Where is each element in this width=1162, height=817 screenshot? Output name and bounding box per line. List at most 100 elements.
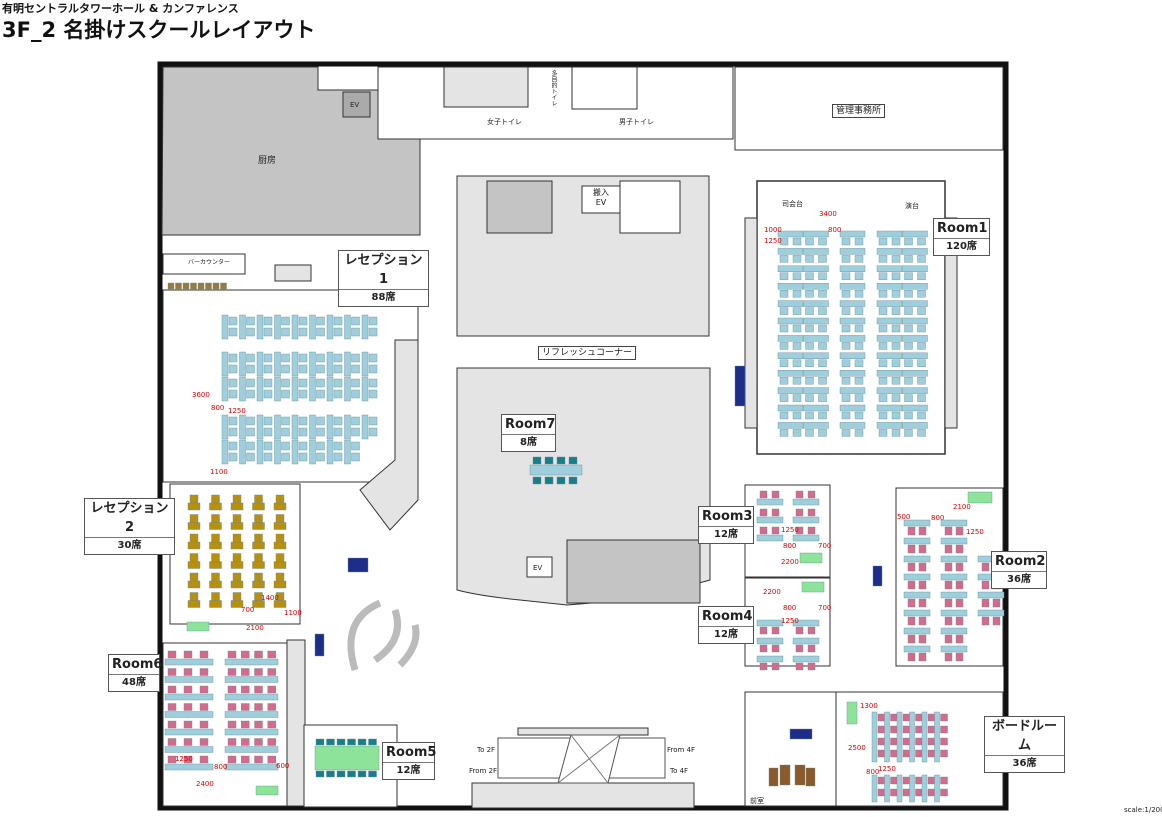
desk [902, 387, 928, 394]
chair [254, 494, 263, 504]
desk [291, 314, 299, 340]
desk [777, 370, 804, 377]
anteroom-label: 前室 [750, 796, 764, 805]
chair [818, 342, 827, 350]
chair [316, 364, 325, 374]
chair [805, 290, 814, 298]
chair [918, 526, 927, 536]
chair [918, 652, 927, 662]
chair [333, 441, 343, 451]
chair [316, 389, 325, 399]
chair [246, 389, 255, 399]
dim-room4-3: 1250 [781, 617, 799, 625]
chair [918, 598, 927, 608]
desk [273, 600, 287, 608]
desk [803, 283, 829, 290]
chair [228, 378, 238, 388]
toilet-block [377, 66, 734, 140]
chair [298, 378, 308, 388]
chair [263, 389, 273, 399]
chair [228, 389, 238, 399]
desk [884, 774, 890, 803]
desk [940, 555, 968, 563]
chair [854, 272, 864, 280]
chair [281, 364, 290, 374]
chair [298, 427, 308, 437]
chair [267, 685, 276, 694]
chair [940, 713, 948, 722]
chair [955, 616, 964, 626]
chair [807, 644, 816, 653]
sofa [805, 767, 816, 787]
desk [803, 248, 829, 255]
desk [239, 439, 246, 465]
desk [903, 537, 931, 545]
chair [795, 662, 804, 671]
desk [344, 351, 351, 377]
chair [351, 364, 360, 374]
desk [903, 555, 931, 563]
chair [211, 533, 220, 543]
chair [189, 533, 199, 543]
meeting-table [314, 745, 380, 771]
dim-room4-2: 700 [818, 604, 832, 612]
chair [347, 738, 356, 746]
desk [230, 600, 244, 608]
chair [167, 720, 177, 729]
chair [759, 526, 768, 535]
chair [904, 342, 913, 350]
room2-name: Room2 [992, 552, 1046, 572]
kitchen-label: 厨房 [258, 154, 276, 166]
chair [368, 378, 378, 388]
dim-rec1-3: 1100 [210, 468, 228, 476]
desk [934, 711, 940, 763]
chair [368, 327, 378, 337]
desk [803, 300, 829, 307]
chair [227, 685, 237, 694]
desk [291, 439, 299, 465]
desk [792, 637, 820, 645]
lectern-table [799, 552, 823, 564]
chair [792, 290, 802, 298]
stairs-to-4f: To 4F [669, 767, 688, 775]
desk [326, 414, 334, 440]
management-office-label: 管理事務所 [832, 104, 886, 118]
chair [263, 316, 273, 326]
chair [281, 327, 290, 337]
chair [263, 353, 273, 363]
chair [891, 359, 901, 367]
anteroom-area [744, 691, 837, 807]
desk [187, 522, 201, 530]
chair [792, 429, 802, 437]
chair [254, 650, 263, 659]
desk [256, 414, 264, 440]
chair [904, 237, 913, 246]
bar-stool [197, 282, 205, 290]
chair [532, 456, 542, 465]
chair [263, 364, 273, 374]
desk [291, 414, 299, 440]
chair [189, 553, 199, 562]
chair [841, 342, 851, 350]
chair [228, 364, 238, 374]
desk [230, 580, 244, 589]
desk [876, 300, 903, 307]
desk [187, 561, 201, 569]
chair [890, 725, 898, 734]
chair [298, 316, 308, 326]
scale-note: scale:1/200 [1124, 806, 1162, 814]
room1-seats: 120席 [946, 241, 977, 252]
dim-room3-0: 1250 [781, 526, 799, 534]
desk [756, 637, 784, 645]
chair [904, 377, 913, 385]
chair [199, 668, 209, 676]
dim-room2-2: 2100 [953, 503, 971, 511]
chair [890, 749, 898, 758]
chair [915, 737, 923, 746]
chair [955, 562, 964, 572]
chair [907, 580, 916, 590]
chair [878, 324, 888, 333]
bar-stool [190, 282, 197, 290]
chair [275, 553, 285, 562]
chair [254, 685, 263, 694]
